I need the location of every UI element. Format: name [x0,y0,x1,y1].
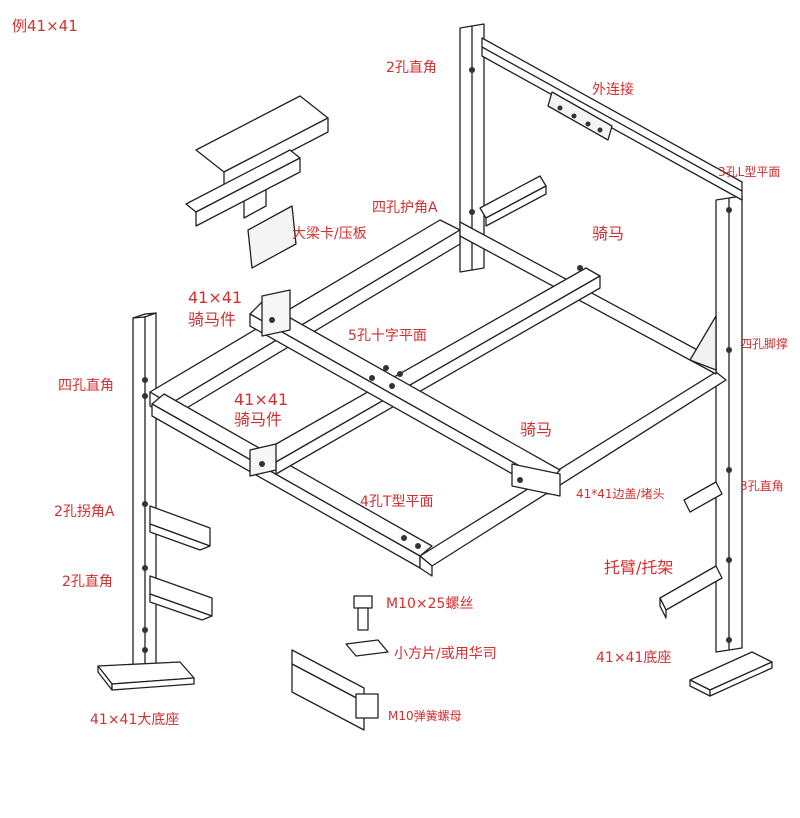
label-straddle-mid: 骑马 [520,420,553,439]
label-straddle-part-2-line2: 骑马件 [234,410,283,429]
right-bracket-upper [683,481,723,513]
label-three-hole-l-plate: 3孔L型平面 [718,165,781,179]
outer-connector-plate [547,91,613,141]
corner-brace [689,315,717,371]
left-bracket-lower [149,575,213,621]
label-spring-nut: M10弹簧螺母 [388,709,462,723]
upper-cross-channel [479,175,547,227]
label-end-cap: 41*41边盖/堵头 [576,487,665,501]
label-beam-clamp: 大梁卡/压板 [292,226,367,242]
straddle-part-top [261,289,291,337]
right-beam [419,371,727,577]
label-four-hole-corner-guard: 四孔护角A [372,200,438,216]
label-large-base: 41×41大底座 [90,712,180,728]
label-four-hole-right-angle: 四孔直角 [58,378,114,394]
cross-beam-short [249,301,561,495]
back-right-beam [459,221,717,375]
spring-nut-icon [355,693,379,719]
bolt-icon [353,595,373,631]
label-four-hole-brace: 四孔脚撑 [740,337,789,351]
back-post [459,23,485,273]
label-straddle-top: 骑马 [592,224,625,243]
beam-clamp-channel [247,205,297,269]
channel-section-icon [291,649,365,731]
label-two-hole-right-angle-low: 2孔直角 [62,574,113,590]
fastener-dots [142,67,732,653]
label-bracket: 托臂/托架 [604,558,674,577]
diagram-title: 例41×41 [12,17,78,35]
left-bracket-upper [149,505,211,551]
square-washer-icon [345,639,389,657]
label-square-washer: 小方片/或用华司 [394,646,497,662]
label-outer-connector: 外连接 [592,82,634,98]
label-two-hole-right-angle-top: 2孔直角 [386,60,437,76]
straddle-part-mid [249,443,277,477]
end-cap-channel [511,463,561,497]
label-straddle-part-1-line1: 41×41 [188,288,243,307]
top-rear-beam [481,37,743,201]
label-straddle-part-2-line1: 41×41 [234,390,289,409]
label-three-hole-right-angle: 3孔直角 [740,479,784,493]
label-five-hole-cross-plate: 5孔十字平面 [348,328,427,344]
cross-beam-long [261,267,601,475]
label-bolt: M10×25螺丝 [386,596,474,612]
label-straddle-part-1-line2: 骑马件 [188,310,237,329]
label-base: 41×41底座 [596,650,672,666]
i-beam [185,95,329,227]
label-four-hole-t-plate: 4孔T型平面 [360,494,434,510]
right-bracket [659,565,723,619]
label-two-hole-bend-a: 2孔拐角A [54,504,115,520]
right-post [689,195,773,697]
